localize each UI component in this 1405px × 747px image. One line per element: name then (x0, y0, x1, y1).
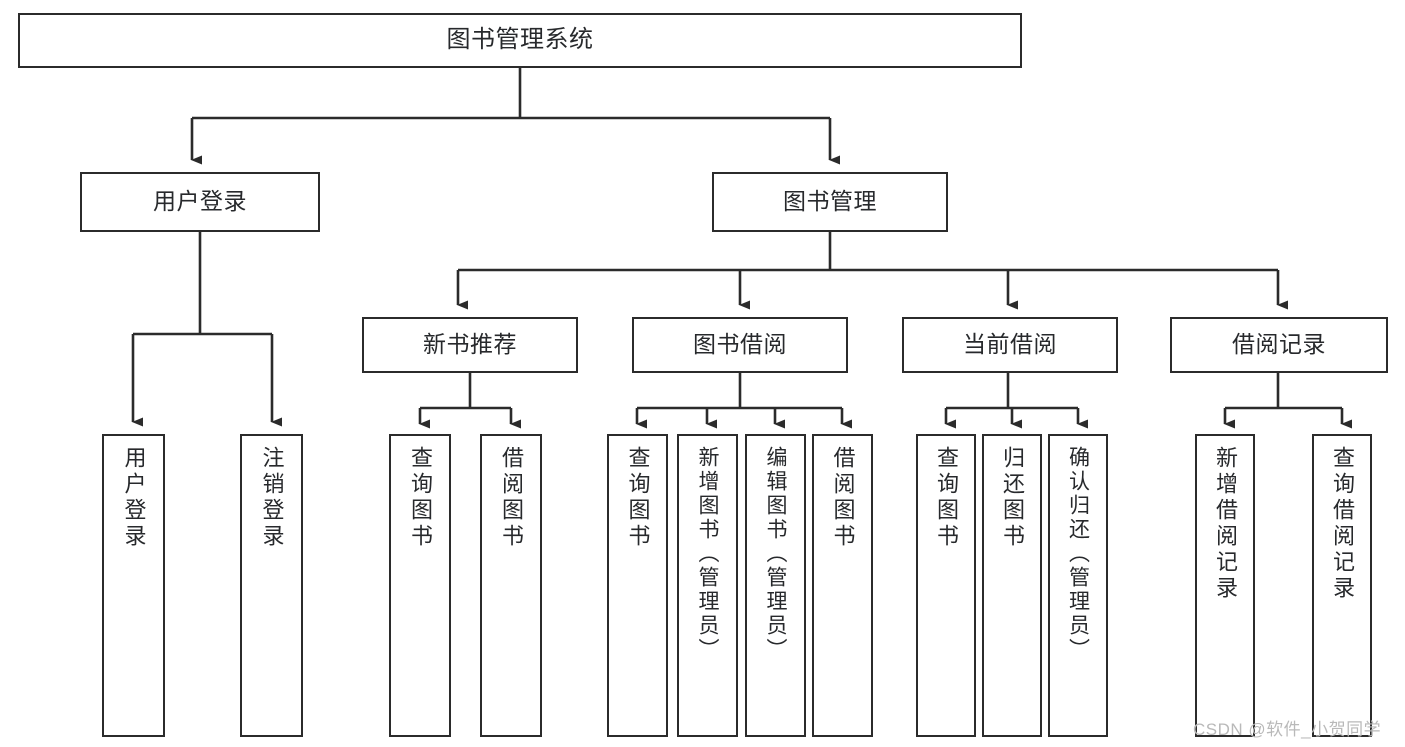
leaf-add-record-label: 新增借阅记录 (1213, 446, 1238, 602)
leaf-return-book[interactable]: 归还图书 (982, 434, 1042, 737)
node-root[interactable]: 图书管理系统 (18, 13, 1022, 68)
leaf-return-book-label: 归还图书 (1000, 446, 1025, 550)
node-book-manage[interactable]: 图书管理 (712, 172, 948, 232)
leaf-borrow-book-2-label: 借阅图书 (830, 446, 856, 550)
watermark: CSDN @软件_小贺同学 (1193, 720, 1382, 739)
node-new-book-rec-label: 新书推荐 (423, 331, 517, 358)
node-user-login[interactable]: 用户登录 (80, 172, 320, 232)
leaf-user-login[interactable]: 用户登录 (102, 434, 165, 737)
leaf-query-record[interactable]: 查询借阅记录 (1312, 434, 1372, 737)
leaf-add-book[interactable]: 新增图书（管理员） (677, 434, 738, 737)
leaf-query-book-1[interactable]: 查询图书 (389, 434, 451, 737)
leaf-query-book-3-label: 查询图书 (934, 446, 959, 550)
node-user-login-label: 用户登录 (153, 188, 247, 215)
leaf-add-book-label: 新增图书（管理员） (696, 446, 719, 662)
leaf-query-book-2[interactable]: 查询图书 (607, 434, 668, 737)
leaf-add-record[interactable]: 新增借阅记录 (1195, 434, 1255, 737)
leaf-edit-book-label: 编辑图书（管理员） (764, 446, 787, 662)
node-book-manage-label: 图书管理 (783, 188, 877, 215)
leaf-logout-label: 注销登录 (259, 446, 285, 550)
leaf-confirm-return-label: 确认归还（管理员） (1066, 446, 1090, 662)
node-borrow-record-label: 借阅记录 (1232, 331, 1326, 358)
leaf-query-book-1-label: 查询图书 (408, 446, 433, 550)
node-book-borrow[interactable]: 图书借阅 (632, 317, 848, 373)
leaf-borrow-book-1[interactable]: 借阅图书 (480, 434, 542, 737)
leaf-confirm-return[interactable]: 确认归还（管理员） (1048, 434, 1108, 737)
leaf-query-book-2-label: 查询图书 (625, 446, 651, 550)
leaf-query-book-3[interactable]: 查询图书 (916, 434, 976, 737)
node-new-book-rec[interactable]: 新书推荐 (362, 317, 578, 373)
node-borrow-record[interactable]: 借阅记录 (1170, 317, 1388, 373)
leaf-edit-book[interactable]: 编辑图书（管理员） (745, 434, 806, 737)
node-book-borrow-label: 图书借阅 (693, 331, 787, 358)
leaf-borrow-book-2[interactable]: 借阅图书 (812, 434, 873, 737)
node-current-borrow[interactable]: 当前借阅 (902, 317, 1118, 373)
leaf-query-record-label: 查询借阅记录 (1330, 446, 1355, 602)
node-root-label: 图书管理系统 (446, 26, 594, 54)
leaf-borrow-book-1-label: 借阅图书 (499, 446, 524, 550)
leaf-logout[interactable]: 注销登录 (240, 434, 303, 737)
node-current-borrow-label: 当前借阅 (963, 331, 1057, 358)
leaf-user-login-label: 用户登录 (121, 446, 147, 550)
